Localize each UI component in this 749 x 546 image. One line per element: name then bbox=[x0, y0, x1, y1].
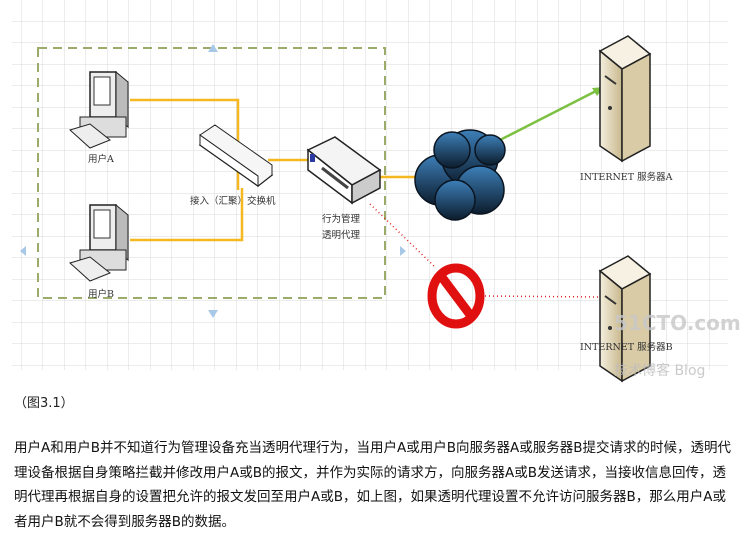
user-a-label: 用户A bbox=[88, 153, 114, 165]
proxy-device-icon bbox=[306, 136, 382, 205]
watermark-sub: 技术博客 Blog bbox=[614, 362, 705, 379]
network-diagram: 用户A 用户B 接入（汇聚）交换机 行为管理 透明代理 INTERNET 服务器… bbox=[12, 0, 741, 382]
server-b-label: INTERNET 服务器B bbox=[580, 341, 673, 353]
user-b-label: 用户B bbox=[88, 288, 114, 300]
figure-caption: （图3.1） bbox=[14, 396, 74, 411]
resize-handle-right[interactable] bbox=[400, 246, 406, 256]
resize-handle-bottom[interactable] bbox=[208, 310, 218, 318]
blocked-icon bbox=[427, 263, 485, 329]
proxy-label-line1: 行为管理 bbox=[322, 213, 361, 225]
switch-icon bbox=[198, 124, 274, 188]
resize-handle-left[interactable] bbox=[20, 246, 26, 256]
resize-handle-top[interactable] bbox=[208, 44, 218, 52]
proxy-label-line2: 透明代理 bbox=[322, 230, 361, 241]
internet-cloud-icon bbox=[414, 129, 506, 221]
allowed-link bbox=[499, 88, 599, 142]
server-icon bbox=[599, 35, 651, 162]
switch-label: 接入（汇聚）交换机 bbox=[190, 195, 276, 207]
body-paragraph: 用户A和用户B并不知道行为管理设备充当透明代理行为，当用户A或用户B向服务器A或… bbox=[14, 440, 731, 530]
blocked-link bbox=[369, 203, 601, 298]
server-a-label: INTERNET 服务器A bbox=[580, 171, 673, 183]
watermark: 51CTO.com bbox=[614, 311, 741, 335]
